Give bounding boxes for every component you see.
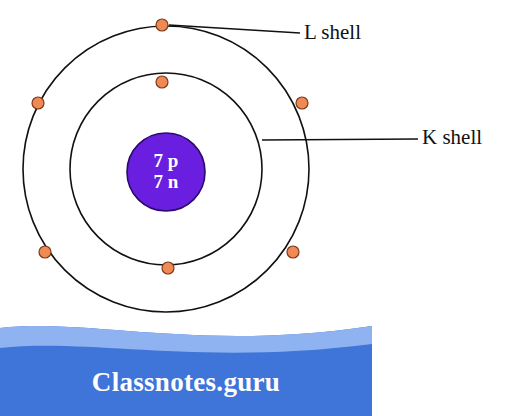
l-shell-orbit — [23, 26, 309, 312]
electron — [156, 76, 168, 88]
electrons — [32, 19, 308, 274]
electron — [287, 246, 299, 258]
electron — [32, 97, 44, 109]
shell-label: K shell — [422, 125, 482, 150]
electron — [156, 19, 168, 31]
wave-band — [0, 326, 372, 416]
watermark-band: Classnotes.guru — [0, 322, 372, 416]
nucleus-count: 7 p — [154, 151, 179, 172]
leader-line — [262, 139, 418, 140]
k-shell-orbit — [70, 73, 262, 265]
circle-fill — [127, 133, 205, 211]
electron — [162, 262, 174, 274]
nucleus-count: 7 n — [154, 172, 179, 193]
wave-highlight — [0, 326, 372, 353]
shell-label: L shell — [304, 20, 361, 45]
electron — [296, 97, 308, 109]
leader-line — [169, 25, 300, 33]
electron — [39, 246, 51, 258]
watermark: Classnotes.guru — [92, 368, 280, 398]
nucleus-circle: 7 p7 n — [126, 132, 206, 212]
